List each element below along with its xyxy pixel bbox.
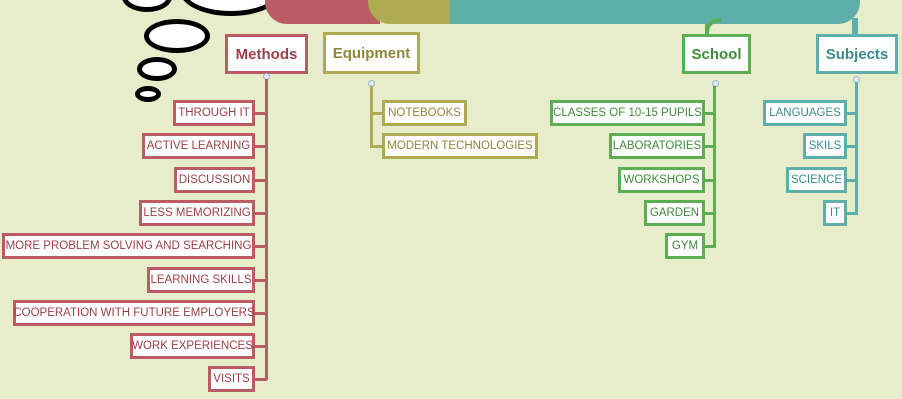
methods-connector <box>252 212 267 215</box>
thought-bubble-tiny <box>135 86 161 102</box>
subjects-item-science[interactable]: SCIENCE <box>786 167 847 193</box>
methods-item-discussion[interactable]: DISCUSSION <box>174 167 255 193</box>
school-spine <box>713 86 716 246</box>
subjects-item-it[interactable]: IT <box>823 200 847 226</box>
school-item-gym[interactable]: GYM <box>665 233 705 259</box>
subjects-connector <box>844 179 858 182</box>
category-equipment[interactable]: Equipment <box>323 32 420 74</box>
school-connector <box>702 212 716 215</box>
school-item-garden[interactable]: GARDEN <box>644 200 705 226</box>
methods-connector <box>252 279 267 282</box>
subjects-connector <box>844 212 858 215</box>
subjects-spine <box>855 82 858 214</box>
school-item-classes[interactable]: CLASSES OF 10-15 PUPILS <box>550 100 705 126</box>
methods-item-learning-skills[interactable]: LEARNING SKILLS <box>147 267 255 293</box>
category-methods[interactable]: Methods <box>225 34 308 74</box>
methods-item-less-memorizing[interactable]: LESS MEMORIZING <box>139 200 255 226</box>
methods-connector <box>252 312 267 315</box>
equipment-item-modern-technologies[interactable]: MODERN TECHNOLOGIES <box>382 133 538 159</box>
methods-item-active-learning[interactable]: ACTIVE LEARNING <box>142 133 255 159</box>
branch-school-subjects <box>450 0 860 24</box>
methods-connector <box>252 145 267 148</box>
subjects-item-skils[interactable]: SKILS <box>803 133 847 159</box>
branch-equipment <box>368 0 458 24</box>
methods-item-through-it[interactable]: THROUGH IT <box>173 100 255 126</box>
thought-bubble-medium <box>144 19 210 53</box>
school-connector <box>702 145 716 148</box>
category-school[interactable]: School <box>682 34 751 74</box>
methods-connector <box>252 112 267 115</box>
thought-bubble-partial <box>122 0 172 12</box>
thought-bubble-small <box>137 57 177 81</box>
school-connector <box>702 179 716 182</box>
category-subjects[interactable]: Subjects <box>816 34 898 74</box>
equipment-spine <box>370 86 373 147</box>
subjects-item-languages[interactable]: LANGUAGES <box>763 100 847 126</box>
school-item-workshops[interactable]: WORKSHOPS <box>618 167 705 193</box>
subjects-connector <box>844 112 858 115</box>
methods-item-work-experiences[interactable]: WORK EXPERIENCES <box>130 333 255 359</box>
equipment-connector <box>370 145 385 148</box>
methods-connector <box>252 245 267 248</box>
branch-methods <box>265 0 380 24</box>
methods-connector <box>252 378 267 381</box>
branch-subjects-stem <box>852 18 858 36</box>
methods-connector <box>252 179 267 182</box>
subjects-connector <box>844 145 858 148</box>
methods-item-visits[interactable]: VISITS <box>208 366 255 392</box>
school-item-laboratories[interactable]: LABORATORIES <box>609 133 705 159</box>
methods-spine <box>265 79 268 380</box>
methods-item-cooperation[interactable]: COOPERATION WITH FUTURE EMPLOYERS <box>13 300 255 326</box>
equipment-item-notebooks[interactable]: NOTEBOOKS <box>382 100 467 126</box>
methods-item-problem-solving[interactable]: MORE PROBLEM SOLVING AND SEARCHING <box>2 233 255 259</box>
methods-connector <box>252 345 267 348</box>
school-connector <box>702 112 716 115</box>
school-connector <box>702 245 716 248</box>
branch-school-stem <box>705 24 709 38</box>
equipment-connector <box>370 112 385 115</box>
